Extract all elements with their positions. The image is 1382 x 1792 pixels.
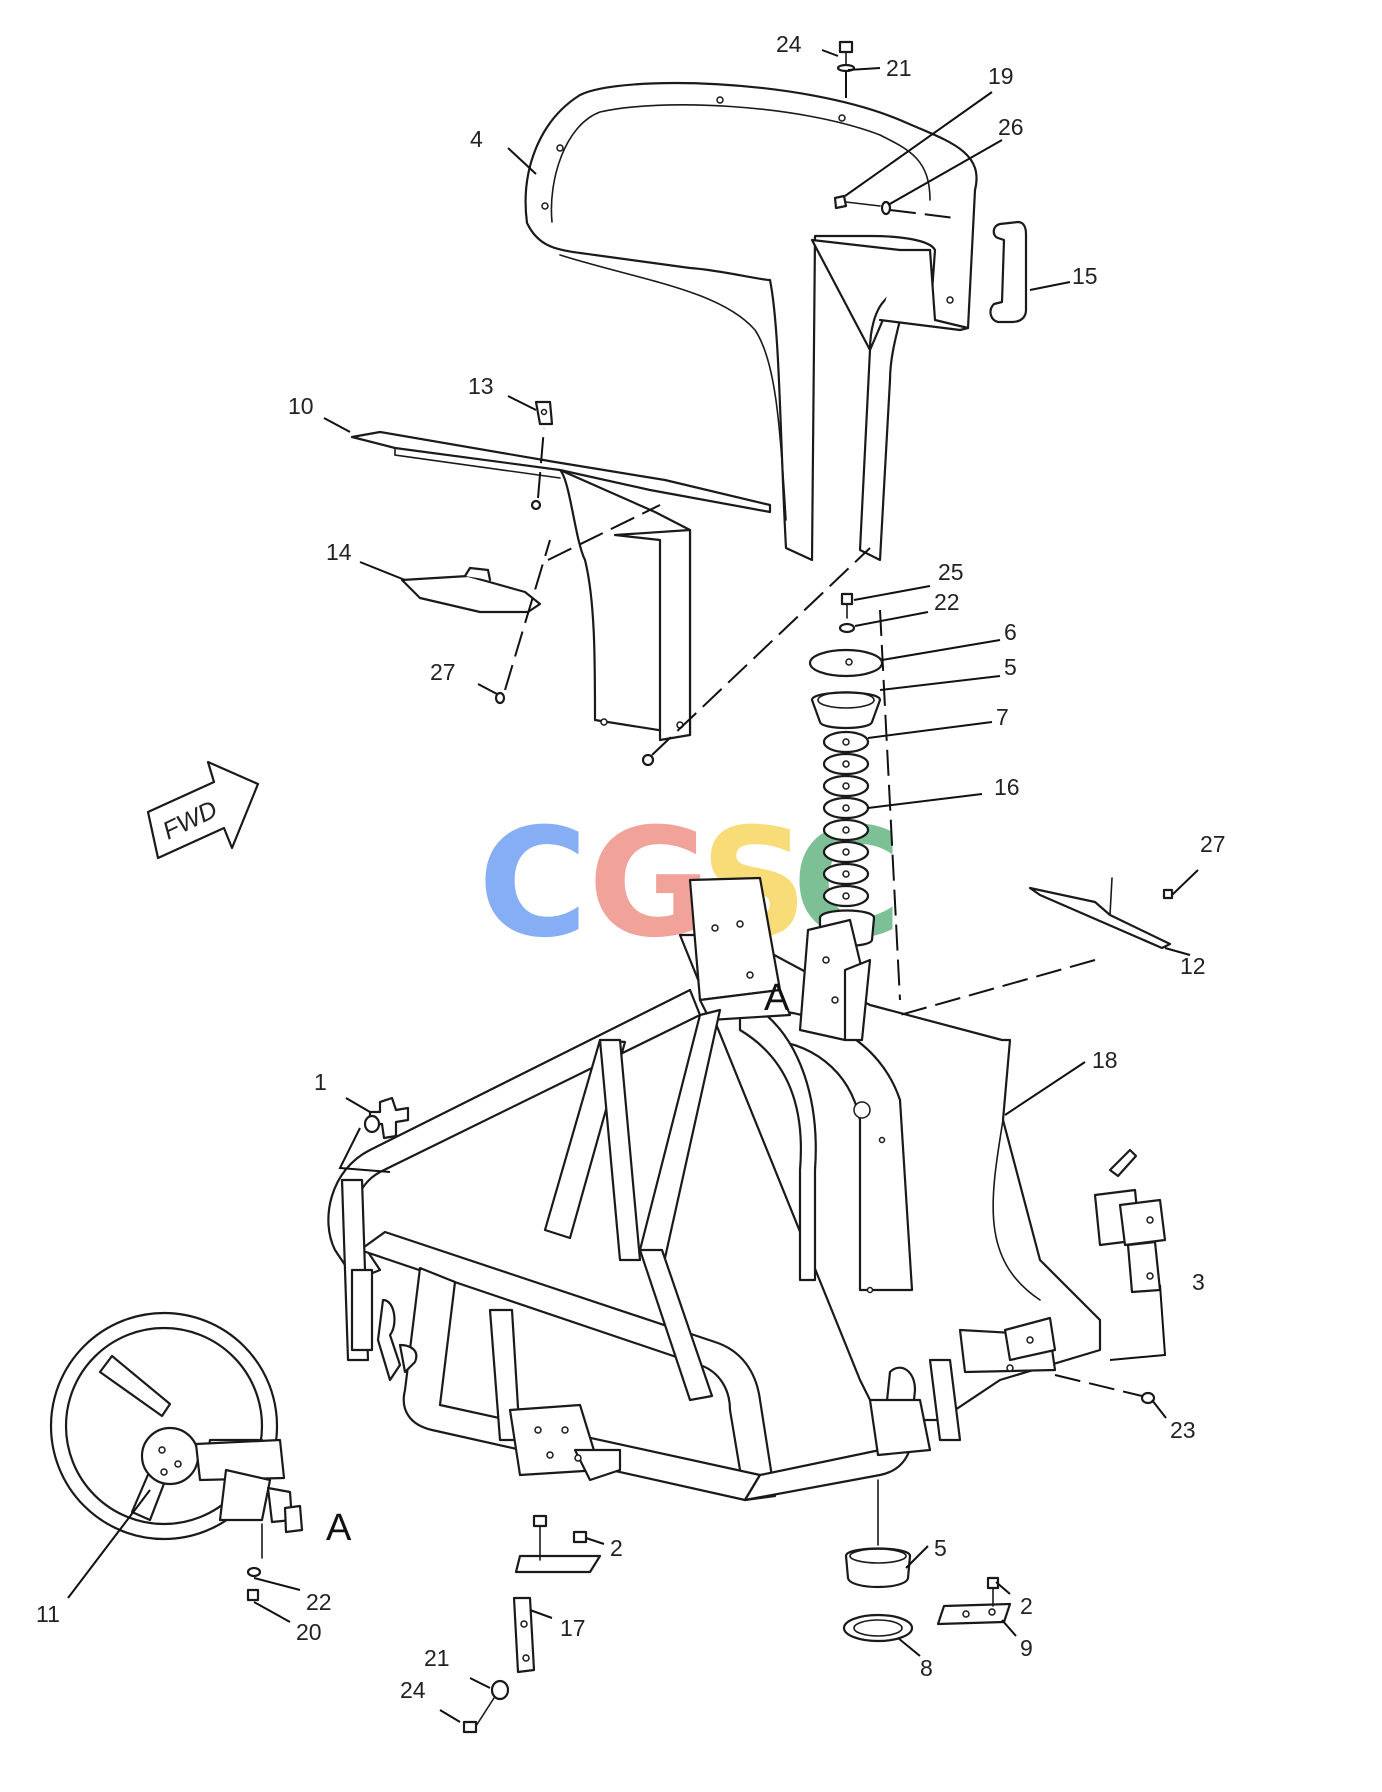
bushing-part-5-top — [810, 691, 882, 730]
screw-panel-13 — [530, 499, 542, 511]
left-support-posts — [340, 1178, 418, 1382]
callout-6: 6 — [1004, 619, 1017, 645]
callout-19: 19 — [988, 63, 1014, 89]
bolt-part-24-top — [836, 40, 856, 100]
strap-part-17 — [512, 1596, 536, 1674]
view-a-label-top: A — [764, 977, 790, 1019]
callout-numbers: 24 21 19 26 4 15 13 10 14 27 25 22 6 5 7… — [36, 31, 1226, 1703]
callout-7: 7 — [996, 704, 1009, 730]
watermark-letter-c1: C — [478, 797, 588, 971]
callout-22-lower: 22 — [306, 1589, 332, 1615]
washer-part-22 — [838, 622, 856, 634]
callout-23: 23 — [1170, 1417, 1196, 1443]
view-a-label-bottom: A — [326, 1507, 352, 1549]
forward-direction-arrow: FWD — [146, 760, 260, 860]
callout-24-top: 24 — [776, 31, 802, 57]
pad-part-9 — [936, 1576, 1012, 1626]
tubular-frame — [327, 988, 962, 1502]
callout-4: 4 — [470, 126, 483, 152]
floor-panel-part-10 — [350, 430, 772, 514]
callout-3: 3 — [1192, 1269, 1205, 1295]
callout-22-upper: 22 — [934, 589, 960, 615]
pad-part-2-left — [514, 1514, 602, 1574]
callout-14: 14 — [326, 539, 352, 565]
callout-17: 17 — [560, 1615, 586, 1641]
pivot-bracket-part-1 — [363, 1096, 410, 1140]
grab-handle-part-15 — [989, 220, 1028, 324]
washer-part-22-lower — [246, 1566, 262, 1578]
screw-cowl — [641, 753, 655, 767]
screw-part-27-left — [494, 691, 506, 705]
hinge-plate — [958, 1316, 1057, 1374]
bushing-part-5-lower — [844, 1479, 912, 1588]
callout-21-top: 21 — [886, 55, 912, 81]
callout-26: 26 — [998, 114, 1024, 140]
callout-20: 20 — [296, 1619, 322, 1645]
washer-part-8 — [842, 1613, 914, 1643]
callout-11: 11 — [36, 1601, 60, 1627]
bracket-part-13 — [534, 400, 554, 426]
callout-24-lower: 24 — [400, 1677, 426, 1703]
callout-27-right: 27 — [1200, 831, 1226, 857]
callout-27-left: 27 — [430, 659, 456, 685]
callout-16: 16 — [994, 774, 1020, 800]
upper-cowl-part-4 — [524, 81, 978, 562]
bolt-part-20 — [246, 1588, 260, 1602]
callout-9: 9 — [1020, 1635, 1033, 1661]
callout-13: 13 — [468, 373, 494, 399]
steering-column-stack — [808, 592, 884, 948]
callout-15: 15 — [1072, 263, 1098, 289]
steering-wheel-part-11 — [49, 1311, 304, 1541]
pedal-mount-plate — [508, 1403, 622, 1482]
lower-front-panel — [558, 468, 692, 742]
callout-12: 12 — [1180, 953, 1206, 979]
bolt-part-24-lower — [462, 1720, 478, 1734]
cover-plate-part-14 — [400, 566, 542, 614]
callout-8: 8 — [920, 1655, 933, 1681]
callout-18: 18 — [1092, 1047, 1118, 1073]
callout-10: 10 — [288, 393, 314, 419]
screw-part-27-right — [1162, 888, 1174, 900]
washer-part-21-lower — [490, 1679, 510, 1701]
rear-panel-part-18-upper — [810, 238, 970, 562]
nut-part-23 — [1140, 1391, 1156, 1405]
latch-assembly-part-3 — [1093, 1148, 1167, 1294]
callout-21-lower: 21 — [424, 1645, 450, 1671]
callout-2-right: 2 — [1020, 1593, 1033, 1619]
bolt-part-19 — [833, 194, 881, 210]
leader-lines — [67, 49, 1199, 1723]
callout-5-lower: 5 — [934, 1535, 947, 1561]
callout-25: 25 — [938, 559, 964, 585]
callout-1: 1 — [314, 1069, 327, 1095]
panel-part-12 — [1028, 877, 1174, 950]
callout-2-left: 2 — [610, 1535, 623, 1561]
column-mount-brackets — [688, 876, 872, 1042]
bolt-part-25 — [840, 592, 854, 606]
callout-5-upper: 5 — [1004, 654, 1017, 680]
